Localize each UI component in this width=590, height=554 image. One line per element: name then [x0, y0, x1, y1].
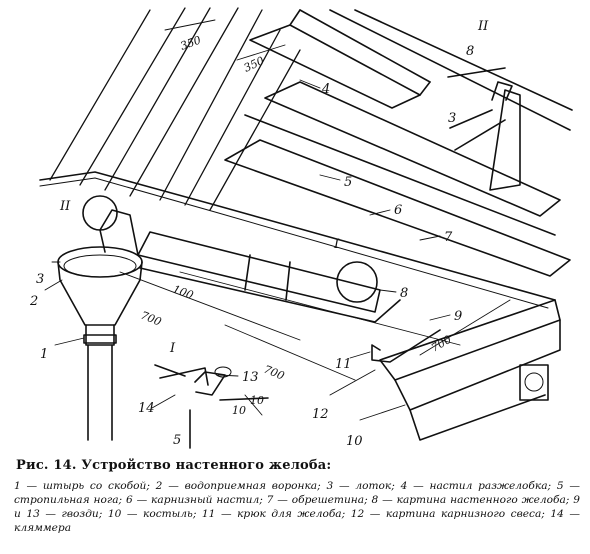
- roof-decking-lines: [49, 7, 301, 211]
- callout-12: 12: [312, 407, 329, 422]
- caption-legend: 1 — штырь со скобой; 2 — водоприемная во…: [14, 480, 580, 534]
- gutter-trough: [99, 209, 401, 323]
- section-mark-ii-detail: II: [477, 19, 489, 34]
- diagram-drawing: 1 2 3 4 5 6 7 8 9 10 11 12 13 14 3 8 5 1…: [29, 7, 573, 449]
- callout-9: 9: [454, 309, 462, 324]
- rafter-boards: [224, 9, 573, 277]
- callout-3: 3: [36, 272, 44, 287]
- callout-5: 5: [344, 175, 352, 190]
- callout-4: 4: [321, 82, 330, 97]
- callout-3-detail: 3: [448, 111, 456, 126]
- callout-11: 11: [335, 357, 352, 372]
- detail-i-drawing: [154, 364, 269, 449]
- callout-2: 2: [29, 294, 38, 309]
- gutter-diagram: 1 2 3 4 5 6 7 8 9 10 11 12 13 14 3 8 5 1…: [29, 7, 573, 449]
- callout-6: 6: [394, 203, 402, 218]
- callout-13: 13: [242, 370, 259, 385]
- dimension-100: 100: [171, 283, 195, 302]
- callout-10-detail: 10: [232, 404, 246, 417]
- figure-caption: Рис. 14. Устройство настенного желоба: 1…: [14, 458, 580, 535]
- callout-10: 10: [346, 434, 363, 449]
- section-mark-i-detail: I: [169, 341, 176, 356]
- detail-ii-drawing: [447, 67, 521, 191]
- callout-1: 1: [40, 347, 48, 362]
- eave-overhang: [379, 299, 561, 441]
- dimension-700-b: 700: [262, 363, 286, 383]
- caption-title: Рис. 14. Устройство настенного желоба:: [16, 458, 332, 473]
- dimension-10: 10: [250, 394, 264, 407]
- callout-leaders: [44, 79, 451, 421]
- gutter-hook: [371, 329, 441, 363]
- callout-5-detail: 5: [173, 433, 181, 448]
- dimension-lines: [119, 19, 511, 416]
- section-mark-i: I: [333, 237, 340, 252]
- dimension-350-a: 350: [179, 33, 203, 52]
- detail-ii-circle: [82, 195, 118, 231]
- dimension-700-a: 700: [139, 309, 163, 329]
- roof-eave-edge: [39, 171, 556, 301]
- detail-i-circle: [336, 261, 378, 303]
- section-mark-ii: II: [59, 199, 71, 214]
- callout-14: 14: [138, 401, 155, 416]
- callout-7: 7: [444, 230, 453, 245]
- callout-8-detail: 8: [466, 44, 474, 59]
- callout-8: 8: [400, 286, 408, 301]
